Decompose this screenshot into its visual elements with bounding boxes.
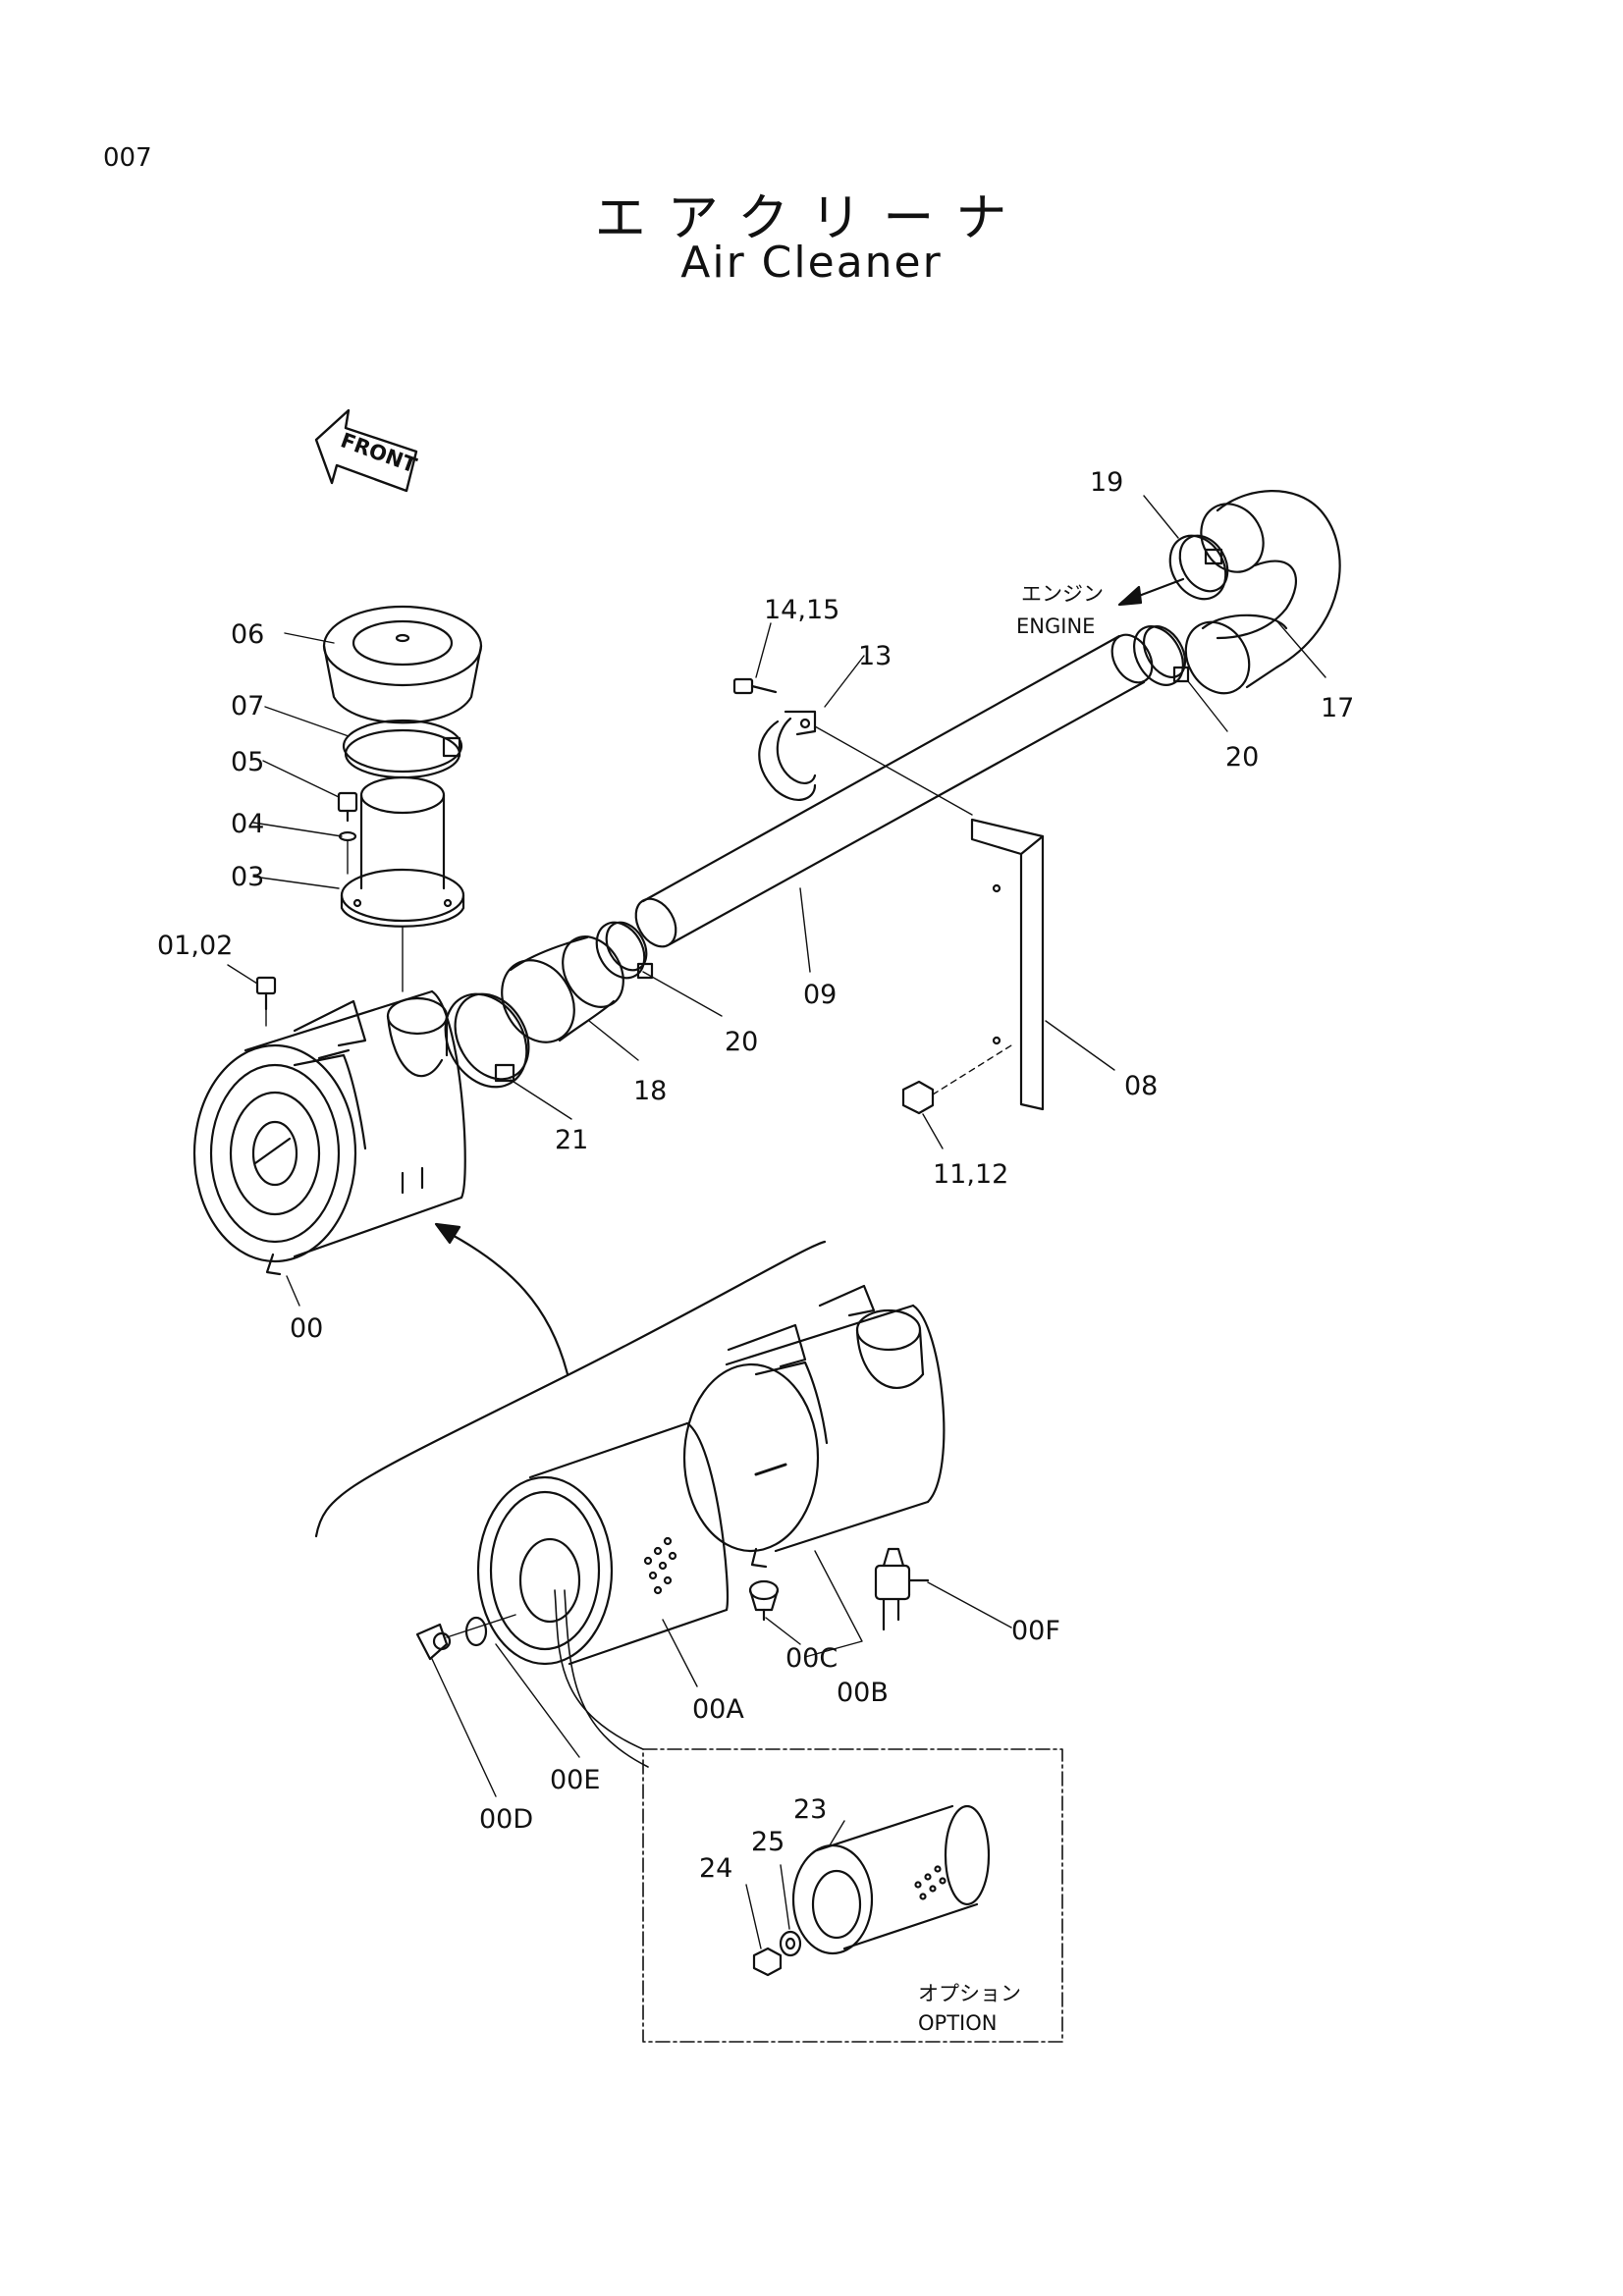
label-11-12: 11,12 (933, 1159, 1008, 1190)
nut-24 (752, 1947, 783, 1977)
element-00A (476, 1421, 730, 1666)
clamp-20-upper (1133, 625, 1190, 686)
washer-25 (779, 1930, 802, 1957)
stay-08 (970, 818, 1045, 1111)
part-labels: 19 17 20 14,15 13 06 07 05 04 03 01,02 0… (157, 467, 1354, 2035)
label-00F: 00F (1011, 1616, 1060, 1646)
leader-bracket-to-stay (814, 725, 973, 816)
leader-lines (227, 495, 1326, 1949)
label-00C: 00C (785, 1643, 838, 1674)
label-01-02: 01,02 (157, 931, 233, 961)
label-00E: 00E (550, 1765, 600, 1795)
label-00B: 00B (837, 1678, 889, 1708)
label-18: 18 (633, 1076, 667, 1106)
valve-00C (748, 1579, 780, 1622)
clamp-07 (342, 719, 463, 779)
washer-00E (464, 1616, 488, 1647)
band-bracket-13 (758, 710, 817, 801)
bolt-01-02 (255, 976, 277, 1027)
engine-label-jp: エンジン (1021, 582, 1104, 606)
bolt-14-15 (732, 677, 778, 695)
label-08: 08 (1124, 1071, 1158, 1101)
exploded-view-pointer (445, 1230, 569, 1376)
label-14-15: 14,15 (764, 595, 839, 625)
option-box-outline (642, 1748, 1063, 2043)
label-09: 09 (803, 980, 837, 1010)
exploded-view-bracket (314, 1240, 827, 1538)
label-17: 17 (1321, 693, 1354, 723)
title-japanese: エアクリーナ (594, 189, 1029, 248)
label-24: 24 (699, 1853, 732, 1884)
intake-pipe-09 (634, 633, 1154, 948)
title-english: Air Cleaner (680, 238, 943, 288)
label-00A: 00A (692, 1694, 744, 1725)
bolt-05 (337, 791, 358, 823)
label-05: 05 (231, 747, 264, 777)
inlet-pipe-03 (340, 775, 465, 992)
option-pointer-2 (564, 1589, 649, 1768)
option-pointer (554, 1589, 644, 1750)
clamp-21 (444, 992, 530, 1089)
hose-18 (501, 935, 624, 1043)
leader-00B-brace (804, 1550, 863, 1658)
exploded-housing-00B (682, 1284, 946, 1569)
label-20-upper: 20 (1225, 742, 1259, 773)
label-13: 13 (858, 641, 892, 671)
label-20-lower: 20 (725, 1027, 758, 1057)
clamp-19 (1168, 534, 1229, 601)
safety-element-23 (791, 1804, 991, 1955)
bolt-11-12 (901, 1044, 1012, 1115)
indicator-00F (874, 1547, 930, 1631)
front-arrow: FRONT (314, 408, 420, 493)
label-03: 03 (231, 862, 264, 892)
label-07: 07 (231, 691, 264, 721)
label-19: 19 (1090, 467, 1123, 498)
label-25: 25 (751, 1827, 784, 1857)
elbow-hose-17 (1184, 490, 1341, 695)
label-23: 23 (793, 1794, 827, 1825)
option-label-en: OPTION (918, 2011, 997, 2035)
label-21: 21 (555, 1125, 588, 1155)
option-label-jp: オプション (918, 1982, 1021, 2005)
label-00: 00 (290, 1313, 323, 1344)
wing-nut-00D (415, 1614, 516, 1661)
washer-04 (338, 830, 357, 875)
cap-06 (322, 605, 483, 724)
label-00D: 00D (479, 1804, 533, 1835)
page-number: 007 (103, 143, 152, 173)
engine-label-en: ENGINE (1016, 614, 1095, 638)
air-cleaner-body-00 (192, 989, 466, 1276)
clamp-20-lower (595, 921, 654, 980)
label-04: 04 (231, 809, 264, 839)
label-06: 06 (231, 619, 264, 650)
